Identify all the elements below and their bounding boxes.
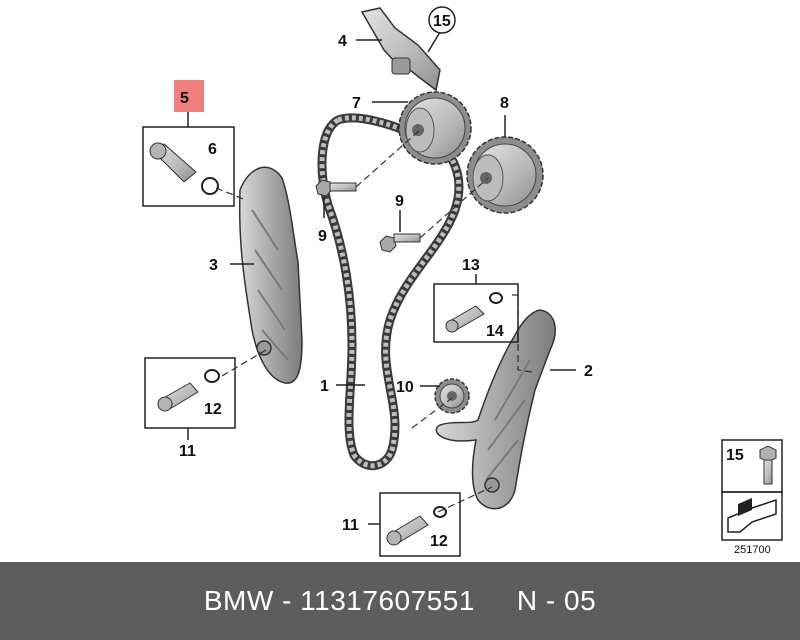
exhaust-sprocket — [466, 136, 544, 214]
timing-chain — [317, 113, 464, 471]
leader-dashes — [215, 129, 533, 513]
intake-sprocket — [398, 91, 472, 165]
pin-box-left — [144, 357, 236, 440]
label-11-left: 11 — [179, 443, 196, 460]
label-12-bottom: 12 — [430, 533, 448, 550]
brand-name: BMW — [203, 585, 274, 616]
label-10: 10 — [396, 379, 414, 396]
label-12-left: 12 — [204, 401, 222, 418]
label-leaders — [230, 31, 576, 387]
label-1: 1 — [320, 378, 329, 395]
crank-sprocket — [434, 378, 470, 414]
label-15-circle-text: 15 — [433, 13, 451, 30]
label-3: 3 — [209, 257, 218, 274]
diagram-number: 251700 — [734, 544, 771, 556]
label-14: 14 — [486, 323, 504, 340]
upper-chain-guide — [360, 7, 441, 92]
part-footer: BMW - 11317607551 N - 05 — [0, 562, 800, 640]
label-9-right: 9 — [395, 193, 404, 210]
sprocket-bolt-left — [315, 179, 357, 197]
parts-diagram: 5 15 4 7 8 6 9 9 3 13 14 2 1 10 12 11 15… — [142, 6, 783, 557]
label-5: 5 — [180, 90, 189, 107]
label-13: 13 — [462, 257, 480, 274]
position-code: N - 05 — [516, 585, 597, 616]
sprocket-bolt-right — [379, 233, 421, 253]
separator: - — [282, 585, 292, 616]
label-15-circle — [428, 6, 456, 34]
highlight-label-5 — [174, 80, 204, 112]
part-number: 11317607551 — [300, 585, 475, 616]
label-9-left: 9 — [318, 228, 327, 245]
pin-box-right — [433, 274, 519, 343]
label-8: 8 — [500, 95, 509, 112]
pin-box-bottom — [368, 492, 461, 557]
guide-rail — [238, 166, 303, 384]
label-6: 6 — [208, 141, 217, 158]
screw-box — [721, 439, 783, 541]
label-15-box: 15 — [726, 447, 744, 464]
label-7: 7 — [352, 95, 361, 112]
tensioner-box — [142, 112, 235, 207]
label-11-bottom: 11 — [342, 517, 359, 534]
label-2: 2 — [584, 363, 593, 380]
label-4: 4 — [338, 33, 347, 50]
